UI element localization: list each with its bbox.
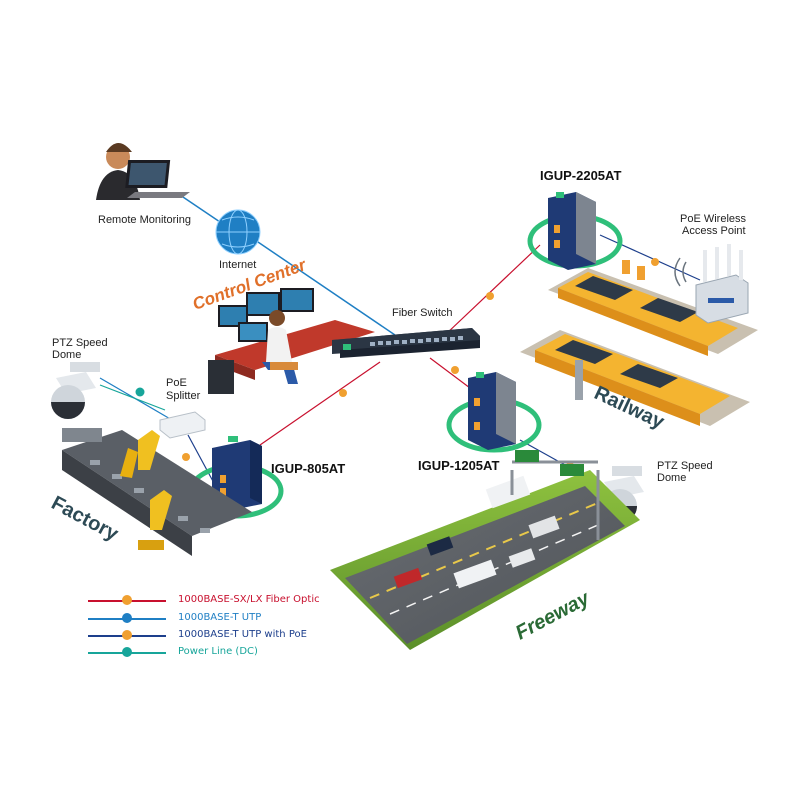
fiber-badge bbox=[339, 389, 347, 397]
fiber-line-switch-2205 bbox=[444, 244, 541, 336]
ptz-left-label-line2: Dome bbox=[52, 349, 82, 361]
legend-text: 1000BASE-SX/LX Fiber Optic bbox=[178, 594, 320, 605]
internet-label: Internet bbox=[219, 259, 257, 271]
factory-illustration bbox=[62, 428, 252, 556]
remote-monitoring-label: Remote Monitoring bbox=[98, 214, 191, 226]
poe-wireless-ap-device bbox=[674, 244, 749, 324]
legend-badge bbox=[122, 613, 132, 623]
igup-805at-label: IGUP-805AT bbox=[271, 461, 346, 476]
legend-badge bbox=[122, 595, 132, 605]
control-center-illustration bbox=[208, 288, 375, 394]
poe-badge bbox=[651, 258, 659, 266]
poe-line-805-splitter bbox=[187, 434, 216, 486]
freeway-illustration bbox=[330, 450, 640, 650]
fiber-switch-device bbox=[332, 328, 480, 358]
igup-1205at-device bbox=[468, 372, 516, 450]
utp-line-internet-switch bbox=[254, 239, 396, 336]
legend-badge bbox=[122, 630, 132, 640]
poe-splitter-label-line1: PoE bbox=[166, 377, 187, 389]
igup-2205at-label: IGUP-2205AT bbox=[540, 168, 622, 183]
poe-ap-label-line2: Access Point bbox=[682, 225, 746, 237]
legend-text: 1000BASE-T UTP bbox=[178, 612, 262, 623]
igup-805at-device bbox=[212, 436, 262, 512]
fiber-line-switch-1205 bbox=[429, 357, 471, 389]
legend-item-poe: 1000BASE-T UTP with PoE bbox=[88, 629, 408, 643]
dc-line-splitter-ptz bbox=[99, 384, 166, 411]
fiber-badge bbox=[451, 366, 459, 374]
internet-globe-icon bbox=[215, 209, 261, 255]
poe-line-2205-ap bbox=[599, 234, 701, 281]
ptz-camera-left bbox=[51, 362, 100, 419]
fiber-line-switch-805 bbox=[259, 361, 381, 446]
remote-monitoring-illustration bbox=[96, 143, 190, 200]
railway-illustration bbox=[520, 260, 758, 426]
poe-ap-label-line1: PoE Wireless bbox=[680, 213, 747, 225]
fiber-badge bbox=[486, 292, 494, 300]
legend-text: Power Line (DC) bbox=[178, 646, 258, 657]
igup-1205at-label: IGUP-1205AT bbox=[418, 458, 500, 473]
igup-2205at-device bbox=[548, 192, 596, 270]
legend-badge bbox=[122, 647, 132, 657]
poe-badge bbox=[182, 453, 190, 461]
poe-splitter-label-line2: Splitter bbox=[166, 390, 201, 402]
utp-line-remote-internet bbox=[179, 194, 221, 223]
poe-splitter-device bbox=[159, 411, 206, 439]
connection-lines bbox=[99, 194, 701, 491]
ptz-left-label-line1: PTZ Speed bbox=[52, 337, 108, 349]
legend-item-fiber: 1000BASE-SX/LX Fiber Optic bbox=[88, 594, 408, 608]
dc-badge bbox=[135, 387, 145, 397]
ptz-right-label-line2: Dome bbox=[657, 472, 687, 484]
legend-item-utp: 1000BASE-T UTP bbox=[88, 612, 408, 626]
fiber-switch-label: Fiber Switch bbox=[392, 307, 453, 319]
ptz-right-label-line1: PTZ Speed bbox=[657, 460, 713, 472]
legend-text: 1000BASE-T UTP with PoE bbox=[178, 629, 307, 640]
legend-item-dc: Power Line (DC) bbox=[88, 646, 408, 660]
